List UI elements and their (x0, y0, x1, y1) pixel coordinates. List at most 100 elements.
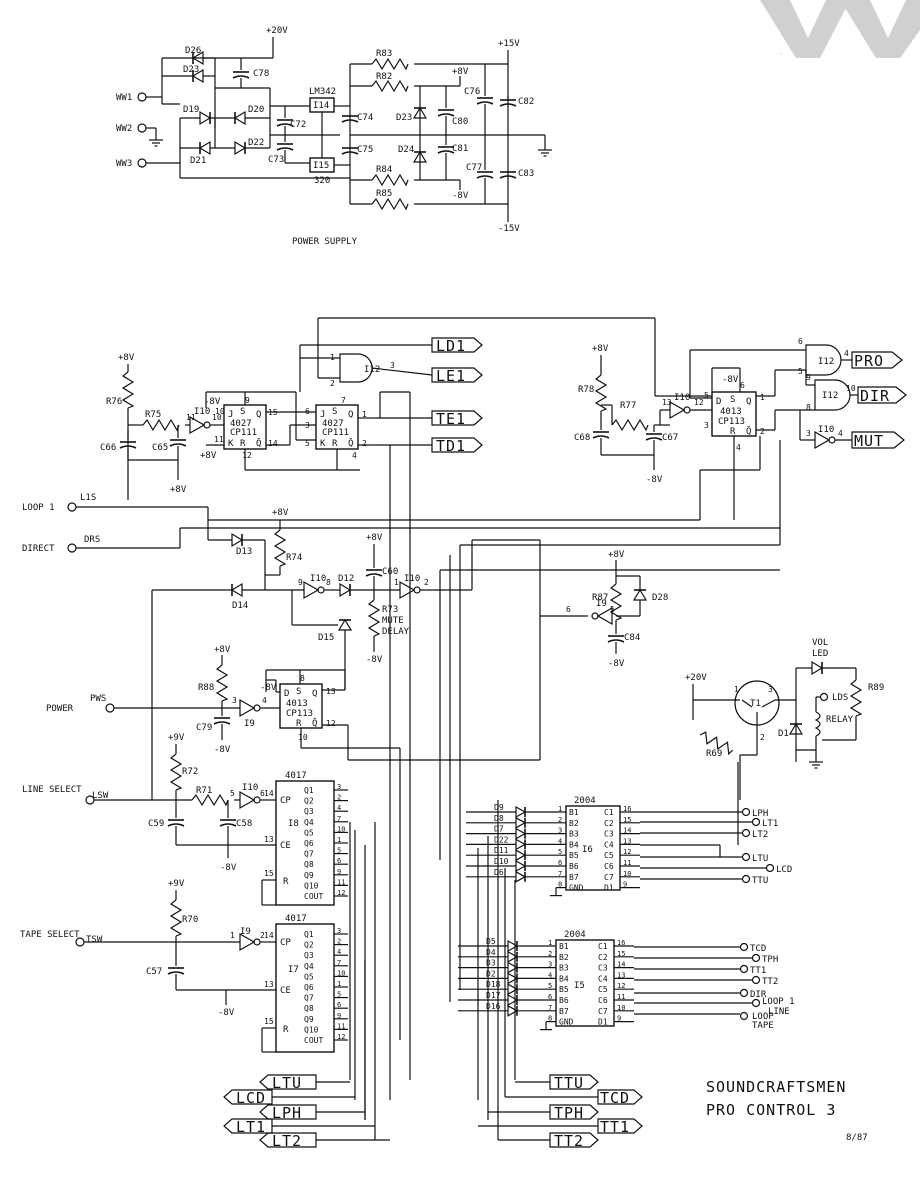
svg-text:6: 6 (566, 605, 571, 614)
flag-tph: TPH (549, 1104, 599, 1122)
ps-d20-label: D20 (248, 105, 264, 115)
label-c84-vee: -8V (608, 659, 625, 669)
label-c84: C84 (624, 633, 640, 643)
driver2-in-8: GND (559, 1018, 574, 1027)
input-direct: DIRECT (22, 544, 55, 554)
label-c60-vcc: +8V (366, 533, 383, 543)
svg-text:13: 13 (662, 398, 672, 407)
driver1-rpin-8: 9 (623, 881, 627, 889)
label-t1-vcc: +20V (685, 673, 707, 683)
out-lt1: LT1 (762, 819, 778, 829)
ps-d23b-label: D23 (396, 113, 412, 123)
svg-text:5: 5 (230, 789, 235, 798)
ps-reg2-part: 320 (314, 176, 330, 186)
counter1-out-6: Q6 (304, 839, 314, 848)
driver1-diode-1 (515, 805, 527, 819)
counter1-pin-6: 1 (337, 836, 341, 844)
counter1-ce: CE (280, 841, 291, 851)
power-supply-section: +20V D26 D23 C78 WW1 WW2 WW3 D19 D20 D21… (116, 26, 553, 247)
label-c79-vee: -8V (214, 745, 231, 755)
label-r78: R78 (578, 385, 594, 395)
svg-text:13: 13 (264, 980, 274, 989)
driver1-in-6: B6 (569, 862, 579, 871)
svg-text:Q̄: Q̄ (348, 437, 353, 449)
counter2-out-10: Q10 (304, 1025, 319, 1034)
driver2-diode-2 (507, 950, 519, 963)
driver1-lpin-2: 2 (558, 816, 562, 824)
label-r87: R87 (592, 593, 608, 603)
driver1-lpin-5: 5 (558, 848, 562, 856)
counter2-pin-4: 7 (337, 959, 341, 967)
flag-pro: PRO (851, 351, 903, 370)
label-c65-vcc: +8V (170, 485, 187, 495)
ffd-part: 4013 (720, 407, 742, 417)
svg-text:S: S (296, 687, 301, 697)
driver1-diode-4 (515, 838, 527, 851)
flag-lcd: LCD (223, 1089, 273, 1107)
svg-text:10: 10 (298, 733, 308, 742)
counter1-out-8: Q8 (304, 860, 314, 869)
counter1-ref: I8 (288, 819, 299, 829)
driver2-diode-label-1: D5 (486, 937, 496, 946)
svg-text:7: 7 (341, 396, 346, 405)
counter2-pin-5: 10 (337, 969, 345, 977)
svg-text:3: 3 (232, 696, 237, 705)
label-r72-vcc: +9V (168, 733, 185, 743)
signal-bus (349, 510, 780, 1140)
driver1-in-8: GND (569, 884, 584, 893)
counter2-ce: CE (280, 986, 291, 996)
label-i10-b: I10 (310, 574, 326, 584)
svg-text:13: 13 (264, 835, 274, 844)
svg-text:12: 12 (242, 451, 252, 460)
driver1-diode-label-1: D9 (494, 803, 504, 812)
ps-reg1-part: LM342 (309, 87, 336, 97)
label-c57: C57 (146, 967, 162, 977)
title-product: PRO CONTROL 3 (706, 1101, 836, 1119)
flag-pro-text: PRO (854, 352, 884, 370)
label-led: LED (812, 649, 828, 659)
driver1-in-3: B3 (569, 830, 579, 839)
driver2-in-2: B2 (559, 953, 569, 962)
counter2-out-2: Q2 (304, 941, 314, 950)
svg-text:1: 1 (734, 685, 739, 694)
svg-text:R: R (730, 427, 736, 437)
flag-ttu-text: TTU (554, 1074, 584, 1092)
driver2-lpin-4: 4 (548, 971, 552, 979)
svg-text:8: 8 (300, 674, 305, 683)
flag-lt1: LT1 (223, 1118, 273, 1136)
driver2-in-4: B4 (559, 974, 569, 983)
flag-ltu: LTU (259, 1074, 317, 1092)
label-r69: R69 (706, 749, 722, 759)
svg-text:12: 12 (326, 719, 336, 728)
ffd-vee: -8V (722, 375, 739, 385)
driver2-rpin-8: 9 (617, 1015, 621, 1023)
driver2-outpin-6: C6 (598, 996, 608, 1005)
svg-text:14: 14 (264, 789, 274, 798)
out-dir: DIR (750, 990, 767, 1000)
svg-text:D: D (716, 397, 721, 407)
ps-c81-label: C81 (452, 144, 468, 154)
ffa-vcc-neg: -8V (204, 397, 221, 407)
label-r70-vcc: +9V (168, 879, 185, 889)
out-line: LINE (768, 1007, 790, 1017)
driver2-diode-label-2: D4 (486, 948, 496, 957)
counter2-pin-9: 9 (337, 1012, 341, 1020)
flag-tph-text: TPH (554, 1104, 584, 1122)
svg-text:9: 9 (806, 373, 811, 382)
svg-text:Q: Q (256, 410, 261, 420)
svg-text:J: J (320, 410, 325, 420)
power-supply-title: POWER SUPPLY (292, 237, 358, 247)
svg-text:6: 6 (798, 337, 803, 346)
counter1-cout: COUT (304, 892, 323, 901)
counter2-pin-1: 3 (337, 927, 341, 935)
driver1-lpin-1: 1 (558, 805, 562, 813)
counter1-pin-cout: 12 (337, 889, 345, 897)
flag-mut-text: MUT (854, 432, 884, 450)
net-l1s: L1S (80, 493, 96, 503)
svg-text:4: 4 (736, 443, 741, 452)
counter1-pin-4: 7 (337, 815, 341, 823)
svg-text:10: 10 (846, 384, 856, 393)
gate-i12a-label: I12 (364, 365, 380, 375)
driver1-lpin-3: 3 (558, 827, 562, 835)
counter2-pin-7: 5 (337, 991, 341, 999)
